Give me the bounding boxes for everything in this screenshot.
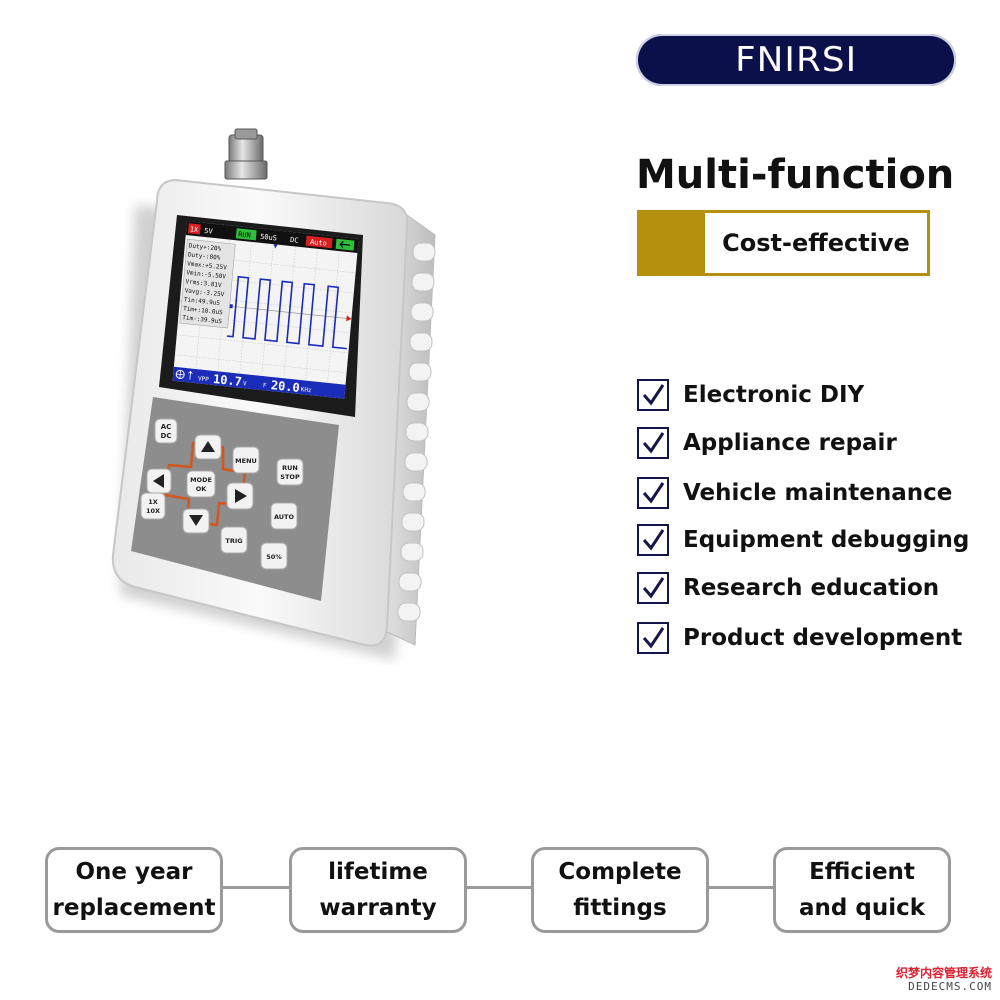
probe-key-bottom: 10X [146,507,160,515]
checkbox-checked-icon [637,379,669,411]
vpp-value: 10.7 [212,372,242,389]
probe-key[interactable]: 1X 10X [140,492,166,520]
fifty-percent-key[interactable]: 50% [260,542,288,570]
feature-item: Research education [637,571,939,605]
feature-label: Research education [683,575,940,601]
checkbox-checked-icon [637,572,669,604]
run-state-label: RUN [238,229,251,239]
measurement: Vmax:+5.25V [187,260,228,271]
oscilloscope-device: 1X 5V RUN 50uS DC Auto [95,125,455,665]
measurement: Tim-:39.9uS [182,314,223,325]
left-key[interactable] [146,468,172,494]
down-key[interactable] [182,508,210,534]
headline: Multi-function [636,152,955,198]
tagline-box: Cost-effective [637,210,930,276]
service-connector-line [220,886,780,889]
dpad-outline [163,441,247,527]
feature-item: Appliance repair [637,426,897,460]
checkbox-checked-icon [637,524,669,556]
watermark-line2: DEDECMS.COM [908,980,992,993]
trigger-marker-icon [273,244,278,249]
mode-key-top: MODE [190,476,212,484]
checkbox-checked-icon [637,622,669,654]
service-box: Complete fittings [531,847,709,933]
bnc-connector [224,128,268,180]
brand-name: FNIRSI [734,40,858,80]
measurement: Vmin:-5.50V [186,269,227,280]
freq-unit: KHz [300,386,312,394]
service-box: One year replacement [45,847,223,933]
probe-label: 1X [189,224,199,234]
feature-label: Appliance repair [683,430,897,456]
feature-label: Vehicle maintenance [683,480,953,506]
auto-key-label: AUTO [274,513,295,521]
run-key-top: RUN [282,464,298,472]
volt-div-label: 5V [204,226,214,236]
down-arrow-icon [189,515,203,526]
service-label: One year replacement [52,859,216,921]
mode-key-bottom: OK [196,485,208,493]
measurement: Vrms:3.81V [185,278,222,289]
auto-key[interactable]: AUTO [270,502,298,530]
brand-logo: FNIRSI [636,34,956,86]
feature-item: Vehicle maintenance [637,476,952,510]
watermark-line1: 织梦内容管理系统 [895,966,992,980]
feature-item: Equipment debugging [637,523,969,557]
service-label: Efficient and quick [798,859,926,921]
oscilloscope-illustration: 1X 5V RUN 50uS DC Auto [111,128,436,660]
measurement: Duty-:80% [188,251,221,261]
feature-item: Product development [637,621,962,655]
measurement-panel [179,238,236,329]
tagline: Cost-effective [722,229,910,257]
up-key[interactable] [194,434,222,460]
acdc-key-bottom: DC [161,432,172,440]
fifty-key-label: 50% [266,553,282,561]
measurement: Duty+:20% [188,242,221,252]
back-arrow-icon [339,241,351,248]
trig-key[interactable]: TRIG [220,526,248,554]
service-label: Complete fittings [558,859,682,921]
probe-key-top: 1X [148,498,158,506]
freq-label: F [263,382,268,389]
checkbox-checked-icon [637,427,669,459]
menu-key-label: MENU [235,457,257,465]
mode-ok-key[interactable]: MODE OK [186,470,216,498]
service-box: lifetime warranty [289,847,467,933]
trigger-edge-icon [188,370,193,380]
service-label: lifetime warranty [319,859,437,921]
left-arrow-icon [153,474,164,488]
trig-key-label: TRIG [225,537,242,545]
coupling-label: DC [290,235,299,245]
vpp-label: VPP [198,375,210,383]
feature-label: Equipment debugging [683,527,970,553]
measurement: Tim+:10.0uS [183,305,224,316]
time-div-label: 50uS [260,232,278,243]
menu-key[interactable]: MENU [232,446,260,474]
waveform-trace [226,275,347,350]
side-ribs [382,209,436,646]
run-stop-key[interactable]: RUN STOP [276,458,304,486]
feature-item: Electronic DIY [637,378,864,412]
watermark: 织梦内容管理系统 DEDECMS.COM [896,966,992,994]
measurement: Tin:49.9uS [184,296,221,307]
feature-label: Product development [683,625,963,651]
mode-label: Auto [310,237,328,248]
service-box: Efficient and quick [773,847,951,933]
measurement: Vavg:-3.25V [184,287,225,298]
screen: 1X 5V RUN 50uS DC Auto [172,221,359,399]
right-key[interactable] [226,482,254,510]
freq-value: 20.0 [270,378,300,395]
trigger-level-icon [346,315,352,322]
right-arrow-icon [235,489,247,503]
checkbox-checked-icon [637,477,669,509]
run-key-bottom: STOP [280,473,300,481]
acdc-key[interactable]: AC DC [154,418,178,444]
feature-label: Electronic DIY [683,382,865,408]
acdc-key-top: AC [161,423,172,431]
vpp-unit: V [243,380,248,387]
up-arrow-icon [201,441,215,452]
